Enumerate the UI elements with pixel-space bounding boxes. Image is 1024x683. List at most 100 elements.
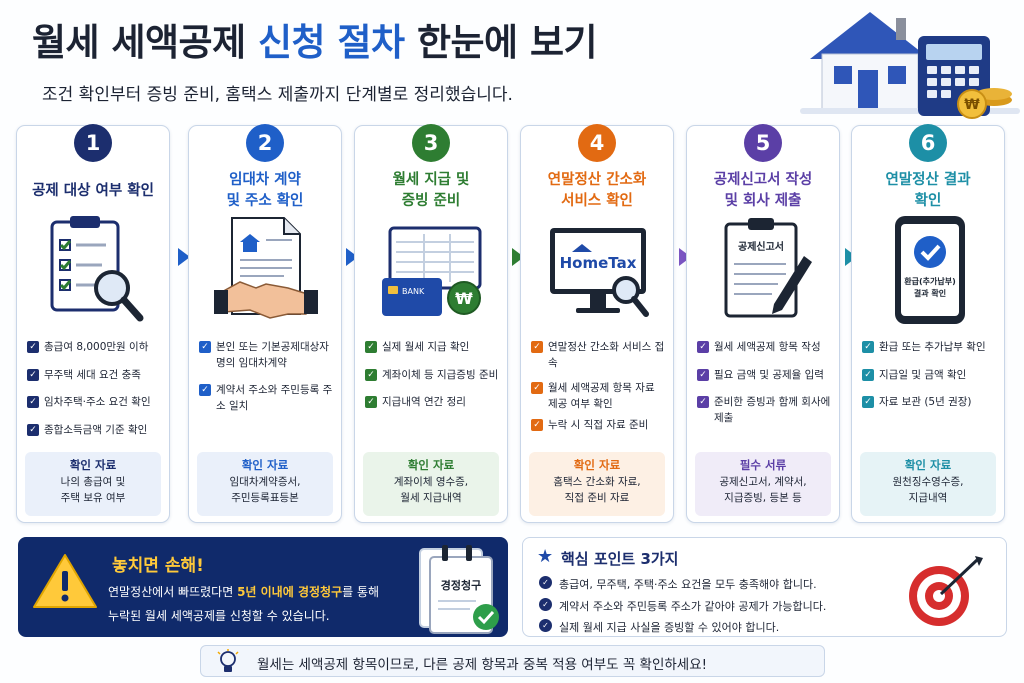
check-icon: ✓ (531, 419, 543, 431)
check-icon: ✓ (27, 341, 39, 353)
svg-text:경정청구: 경정청구 (441, 578, 481, 592)
key-point-item: ✓총급여, 무주택, 주택·주소 요건을 모두 충족해야 합니다. (539, 576, 817, 592)
check-icon: ✓ (862, 396, 874, 408)
star-icon: ★ (537, 546, 554, 567)
step-title: 공제신고서 작성 및 회사 제출 (713, 172, 813, 209)
info-box-title: 확인 자료 (407, 458, 455, 472)
step-number-badge: 6 (909, 124, 947, 162)
info-box-title: 확인 자료 (573, 458, 621, 472)
monitor-icon: HomeTax (550, 228, 649, 317)
key-points-title: 핵심 포인트 3가지 (561, 550, 679, 568)
target-icon (909, 556, 983, 626)
check-icon: ✓ (531, 382, 543, 394)
list-item: ✓필요 금액 및 공제율 입력 (695, 368, 833, 384)
step-number-badge: 4 (578, 124, 616, 162)
key-point-item: ✓계약서 주소와 주민등록 주소가 같아야 공제가 가능합니다. (539, 598, 826, 614)
house-calculator-illustration: ₩ (800, 12, 1020, 119)
list-item: ✓환급 또는 추가납부 확인 (860, 340, 998, 356)
step-checklist: ✓월세 세액공제 항목 작성 ✓필요 금액 및 공제율 입력 ✓준비한 증빙과 … (695, 340, 833, 438)
warning-panel: 놓치면 손해! 연말정산에서 빠뜨렸다면 5년 이내에 경정청구를 통해 누락된… (18, 537, 508, 637)
key-points-panel: ★ 핵심 포인트 3가지 ✓총급여, 무주택, 주택·주소 요건을 모두 충족해… (522, 537, 1007, 637)
step-card-5: 5 공제신고서 작성 및 회사 제출 공제신고서 ✓월세 세액공제 항목 작성 … (686, 124, 840, 523)
list-item: ✓연말정산 간소화 서비스 접속 (529, 340, 667, 371)
check-icon: ✓ (27, 396, 39, 408)
step-info-box: 확인 자료 계좌이체 영수증, 월세 지급내역 (363, 452, 499, 516)
list-item: ✓무주택 세대 요건 충족 (25, 368, 163, 384)
step-title: 연말정산 결과 확인 (885, 172, 971, 209)
handshake-icon (214, 281, 318, 319)
step-checklist: ✓총급여 8,000만원 이하 ✓무주택 세대 요건 충족 ✓임차주택·주소 요… (25, 340, 163, 450)
info-box-value: 원천징수영수증, 지급내역 (892, 476, 964, 504)
info-box-title: 확인 자료 (904, 458, 952, 472)
arrow-right-icon (178, 248, 190, 266)
step-number-badge: 2 (246, 124, 284, 162)
check-icon: ✓ (365, 396, 377, 408)
step-info-box: 확인 자료 임대차계약증서, 주민등록표등본 (197, 452, 333, 516)
info-box-value: 홈택스 간소화 자료, 직접 준비 자료 (553, 476, 641, 504)
step-checklist: ✓본인 또는 기본공제대상자 명의 임대차계약 ✓계약서 주소와 주민등록 주소… (197, 340, 335, 426)
step-title: 연말정산 간소화 서비스 확인 (547, 172, 647, 209)
check-icon: ✓ (27, 423, 39, 436)
check-icon: ✓ (862, 341, 874, 353)
lightbulb-icon (217, 649, 239, 672)
step-checklist: ✓연말정산 간소화 서비스 접속 ✓월세 세액공제 항목 자료 제공 여부 확인… (529, 340, 667, 446)
step-card-3: 3 월세 지급 및 증빙 준비 BANK ₩ ✓실제 월세 지급 확인 ✓계좌이… (354, 124, 508, 523)
info-box-value: 공제신고서, 계약서, 지급증빙, 등본 등 (719, 476, 807, 504)
check-icon: ✓ (539, 619, 552, 632)
check-icon: ✓ (365, 341, 377, 353)
tip-text: 월세는 세액공제 항목이므로, 다른 공제 항목과 중복 적용 여부도 꼭 확인… (257, 657, 708, 673)
step-number-badge: 1 (74, 124, 112, 162)
step-info-box: 확인 자료 홈택스 간소화 자료, 직접 준비 자료 (529, 452, 665, 516)
bank-card-icon: BANK (382, 278, 442, 316)
check-icon: ✓ (697, 396, 709, 408)
step-card-4: 4 연말정산 간소화 서비스 확인 HomeTax ✓연말정산 간소화 서비스 … (520, 124, 674, 523)
step-title: 공제 대상 여부 확인 (32, 182, 154, 199)
warning-icon (33, 554, 97, 608)
list-item: ✓누락 시 직접 자료 준비 (529, 418, 667, 434)
info-box-value: 임대차계약증서, 주민등록표등본 (229, 476, 301, 504)
list-item: ✓계좌이체 등 지급증빙 준비 (363, 368, 501, 384)
list-item: ✓임차주택·주소 요건 확인 (25, 395, 163, 411)
info-box-title: 확인 자료 (241, 458, 289, 472)
key-point-item: ✓실제 월세 지급 사실을 증빙할 수 있어야 합니다. (539, 619, 779, 635)
check-icon: ✓ (27, 368, 39, 381)
svg-text:BANK: BANK (402, 287, 425, 296)
pen-icon (772, 256, 812, 314)
contract-handshake-icon (214, 217, 318, 319)
list-item: ✓본인 또는 기본공제대상자 명의 임대차계약 (197, 340, 335, 371)
step-info-box: 확인 자료 나의 총급여 및 주택 보유 여부 (25, 452, 161, 516)
warning-text: 누락된 월세 세액공제를 신청할 수 있습니다. (108, 609, 330, 623)
document-icon: 공제신고서 (724, 218, 812, 318)
step-number-badge: 3 (412, 124, 450, 162)
check-icon (473, 604, 499, 630)
list-item: ✓종합소득금액 기준 확인 (25, 423, 163, 439)
check-icon: ✓ (539, 576, 552, 589)
list-item: ✓준비한 증빙과 함께 회사에 제출 (695, 395, 833, 426)
coin-icon: ₩ (447, 281, 481, 315)
document-icon: 경정청구 (419, 545, 499, 634)
svg-text:환급(추가납부): 환급(추가납부) (904, 276, 955, 286)
check-icon (920, 244, 941, 261)
info-box-title: 필수 서류 (739, 458, 787, 472)
warning-text: 연말정산에서 빠뜨렸다면 5년 이내에 경정청구를 통해 (108, 585, 380, 599)
house-icon (800, 12, 1020, 114)
check-icon: ✓ (539, 598, 552, 611)
list-item: ✓월세 세액공제 항목 자료 제공 여부 확인 (529, 381, 667, 412)
svg-text:결과 확인: 결과 확인 (914, 288, 946, 298)
step-card-6: 6 연말정산 결과 확인 환급(추가납부) 결과 확인 ✓환급 또는 추가납부 … (851, 124, 1005, 523)
step-info-box: 필수 서류 공제신고서, 계약서, 지급증빙, 등본 등 (695, 452, 831, 516)
svg-text:공제신고서: 공제신고서 (738, 240, 784, 253)
svg-text:₩: ₩ (964, 97, 980, 113)
svg-text:HomeTax: HomeTax (560, 254, 637, 272)
svg-text:₩: ₩ (455, 289, 473, 308)
check-icon: ✓ (697, 368, 709, 381)
check-icon: ✓ (365, 368, 377, 381)
check-icon: ✓ (199, 384, 211, 396)
check-icon: ✓ (697, 341, 709, 353)
tip-bar: 월세는 세액공제 항목이므로, 다른 공제 항목과 중복 적용 여부도 꼭 확인… (200, 645, 825, 677)
list-item: ✓자료 보관 (5년 권장) (860, 395, 998, 411)
list-item: ✓지급일 및 금액 확인 (860, 368, 998, 384)
info-box-value: 계좌이체 영수증, 월세 지급내역 (393, 476, 469, 504)
check-icon: ✓ (531, 341, 543, 353)
list-item: ✓총급여 8,000만원 이하 (25, 340, 163, 356)
